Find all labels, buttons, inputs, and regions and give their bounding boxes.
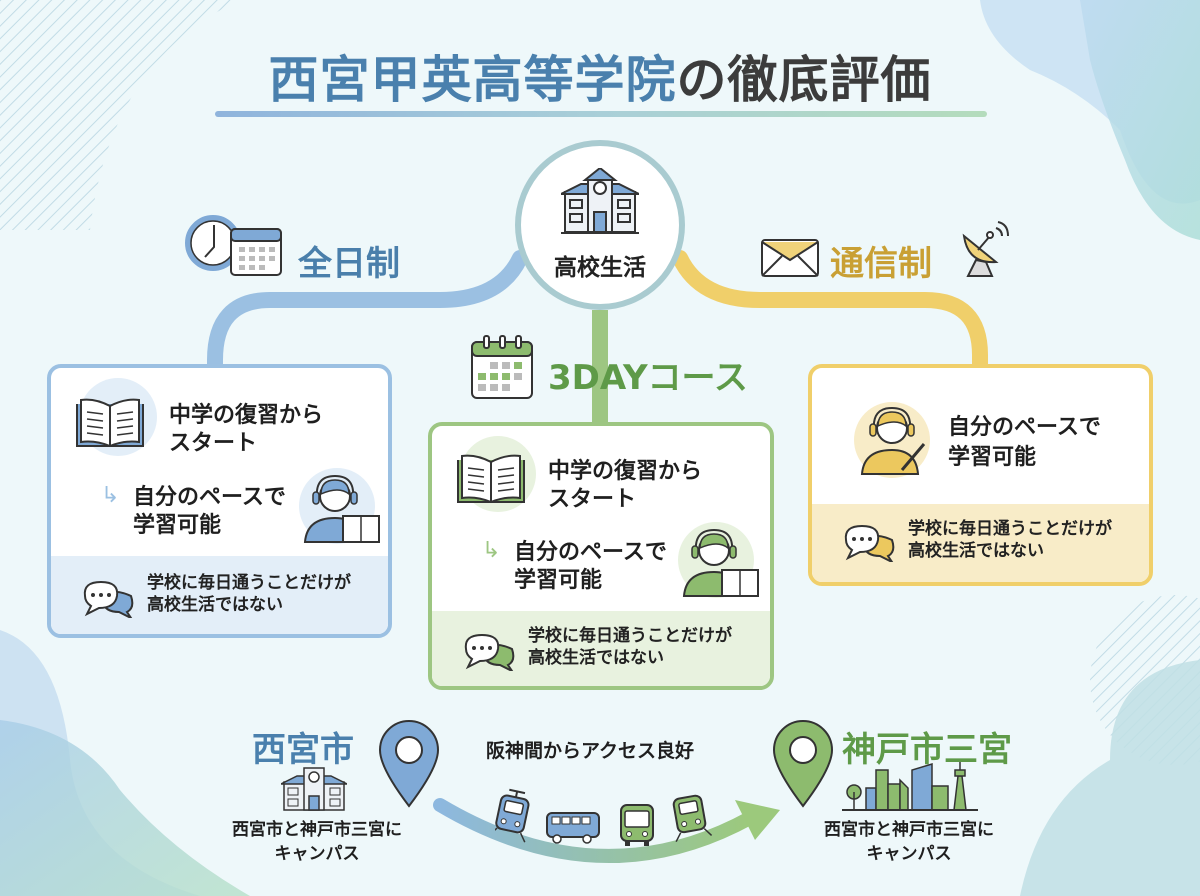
- train-icon: [495, 788, 530, 843]
- bus-front-icon: [620, 804, 654, 846]
- card-3day: 中学の復習から スタート ↳ 自分のペースで 学習可能 学校に毎日通うことだけが…: [428, 422, 774, 690]
- chat-bubbles-icon: [464, 633, 515, 671]
- card-footer: 学校に毎日通うことだけが 高校生活ではない: [812, 504, 1149, 582]
- student-headset-icon: [303, 474, 380, 543]
- category-label-3day: 3DAYコース: [548, 358, 748, 398]
- bus-icon: [546, 812, 600, 844]
- vehicles-group: [495, 788, 713, 846]
- campus-line2: キャンパス: [866, 844, 952, 864]
- title-school-name: 西宮甲英高等学院: [268, 51, 677, 109]
- city-skyline-icon: [842, 762, 978, 811]
- campus-line1: 西宮市と神戸市三宮に: [232, 820, 402, 840]
- campus-line1: 西宮市と神戸市三宮に: [824, 820, 994, 840]
- point-review-line2: スタート: [548, 487, 637, 512]
- sub-arrow-icon: ↳: [101, 483, 120, 508]
- map-pin-icon: [772, 720, 834, 808]
- footer-line1: 学校に毎日通うことだけが: [528, 626, 732, 646]
- footer-line2: 高校生活ではない: [908, 541, 1044, 561]
- point-pace-line2: 学習可能: [948, 445, 1037, 470]
- access-label: 阪神間からアクセス良好: [486, 740, 695, 762]
- point-review-line1: 中学の復習から: [548, 459, 703, 484]
- card-footer: 学校に毎日通うことだけが 高校生活ではない: [51, 556, 388, 634]
- school-building-icon: [561, 168, 639, 234]
- chat-bubbles-icon: [844, 524, 895, 562]
- place-kobe-sannomiya: 神戸市三宮: [842, 730, 1012, 770]
- point-pace-line2: 学習可能: [133, 513, 222, 538]
- footer-line1: 学校に毎日通うことだけが: [908, 519, 1112, 539]
- page-title: 西宮甲英高等学院の徹底評価: [0, 40, 1200, 112]
- student-headset-pen-icon: [860, 406, 926, 475]
- card-fulltime: 中学の復習から スタート ↳ 自分のペースで 学習可能 学校に毎日通うことだけが…: [47, 364, 392, 638]
- category-label-fulltime: 全日制: [298, 244, 400, 284]
- open-book-icon: [76, 398, 144, 448]
- hub-label: 高校生活: [554, 255, 646, 281]
- point-pace-line1: 自分のペースで: [948, 415, 1101, 440]
- category-label-correspondence: 通信制: [830, 244, 932, 284]
- sub-arrow-icon: ↳: [482, 538, 501, 563]
- open-book-icon: [457, 454, 525, 504]
- point-review-line2: スタート: [169, 431, 258, 456]
- campus-line2: キャンパス: [274, 844, 360, 864]
- title-underline: [215, 111, 987, 117]
- campus-note-left: 西宮市と神戸市三宮に キャンパス: [222, 818, 412, 866]
- footer-line2: 高校生活ではない: [147, 595, 283, 615]
- school-building-icon: [281, 767, 347, 811]
- title-suffix: の徹底評価: [676, 51, 932, 109]
- point-pace-line2: 学習可能: [514, 568, 603, 593]
- footer-line2: 高校生活ではない: [528, 648, 664, 668]
- point-pace-line1: 自分のペースで: [514, 540, 667, 565]
- card-footer: 学校に毎日通うことだけが 高校生活ではない: [432, 611, 770, 686]
- envelope-icon: [761, 239, 819, 277]
- footer-line1: 学校に毎日通うことだけが: [147, 573, 351, 593]
- satellite-dish-icon: [962, 221, 1009, 277]
- student-headset-icon: [682, 528, 759, 597]
- calendar-icon: [471, 335, 533, 399]
- place-nishinomiya: 西宮市: [252, 730, 354, 770]
- campus-note-right: 西宮市と神戸市三宮に キャンパス: [814, 818, 1004, 866]
- map-pin-icon: [378, 720, 440, 808]
- chat-bubbles-icon: [83, 580, 134, 618]
- point-review-line1: 中学の復習から: [169, 403, 324, 428]
- point-pace-line1: 自分のペースで: [133, 485, 286, 510]
- clock-calendar-icon: [185, 215, 282, 276]
- hub-circle: 高校生活: [515, 140, 685, 310]
- card-correspondence: 自分のペースで 学習可能 学校に毎日通うことだけが 高校生活ではない: [808, 364, 1153, 586]
- train-icon: [672, 794, 713, 843]
